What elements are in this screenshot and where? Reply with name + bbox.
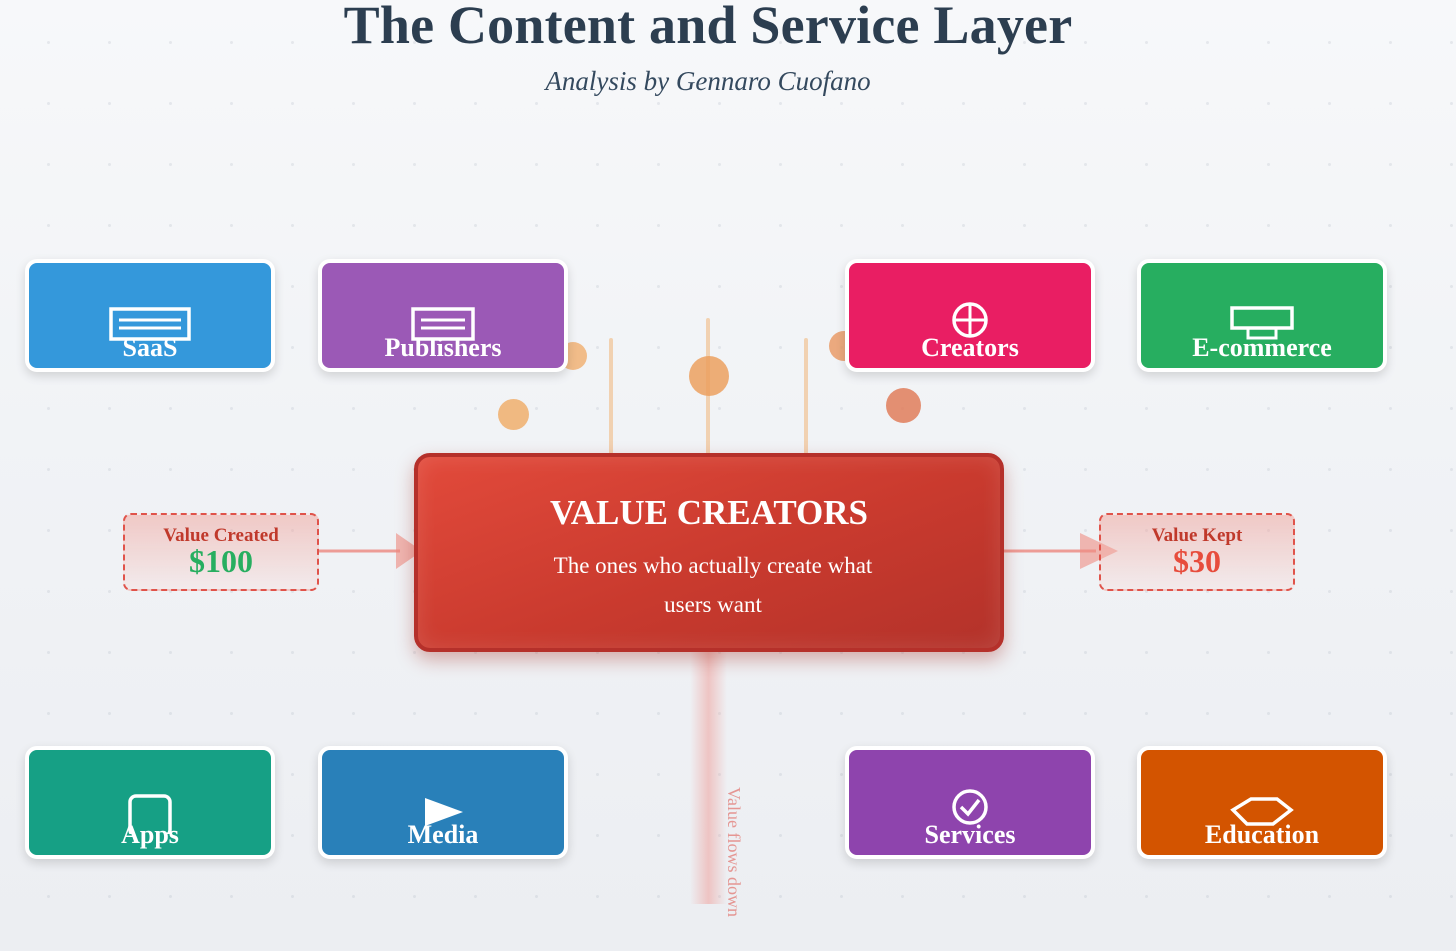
category-services[interactable]: Services (845, 746, 1095, 859)
check-circle-icon (849, 788, 1091, 826)
value-kept-amount: $30 (1173, 543, 1221, 579)
category-apps[interactable]: Apps (25, 746, 275, 859)
category-label: E-commerce (1192, 333, 1332, 362)
value-creators-box[interactable]: VALUE CREATORS The ones who actually cre… (414, 453, 1004, 652)
value-kept-box: Value Kept $30 (1099, 513, 1295, 591)
category-label: Services (924, 820, 1016, 849)
category-label: Creators (921, 333, 1019, 362)
browser-window-icon (29, 307, 271, 341)
browser-window-icon (322, 307, 564, 341)
value-created-label: Value Created (163, 525, 279, 546)
value-kept-label: Value Kept (1151, 525, 1243, 546)
value-created-box: Value Created $100 (123, 513, 319, 591)
category-label: SaaS (122, 333, 178, 362)
category-ecommerce[interactable]: E-commerce (1137, 259, 1387, 372)
category-creators[interactable]: Creators (845, 259, 1095, 372)
play-icon (322, 796, 564, 828)
category-publishers[interactable]: Publishers (318, 259, 568, 372)
connector-line (609, 338, 613, 456)
value-created-amount: $100 (189, 543, 253, 579)
monitor-icon (1141, 306, 1383, 342)
connector-line (804, 338, 808, 456)
category-media[interactable]: Media (318, 746, 568, 859)
value-flow-label: Value flows down (724, 787, 744, 917)
value-creators-title: VALUE CREATORS (549, 493, 868, 532)
particle-dot (886, 388, 921, 423)
phone-icon (29, 794, 271, 834)
particle-dot (689, 356, 729, 396)
category-label: Apps (121, 820, 179, 849)
value-flow-stream (690, 652, 727, 904)
category-label: Publishers (384, 333, 502, 362)
arrow-left-to-center (318, 533, 422, 569)
graduation-cap-icon (1141, 796, 1383, 830)
particle-dot (498, 399, 529, 430)
page-subtitle: Analysis by Gennaro Cuofano (545, 66, 871, 96)
value-creators-description: The ones who actually create what users … (553, 553, 873, 617)
crosshair-circle-icon (849, 301, 1091, 339)
category-saas[interactable]: SaaS (25, 259, 275, 372)
category-label: Education (1204, 820, 1320, 849)
page-title: The Content and Service Layer (343, 0, 1073, 55)
category-label: Media (407, 820, 479, 849)
category-education[interactable]: Education (1137, 746, 1387, 859)
